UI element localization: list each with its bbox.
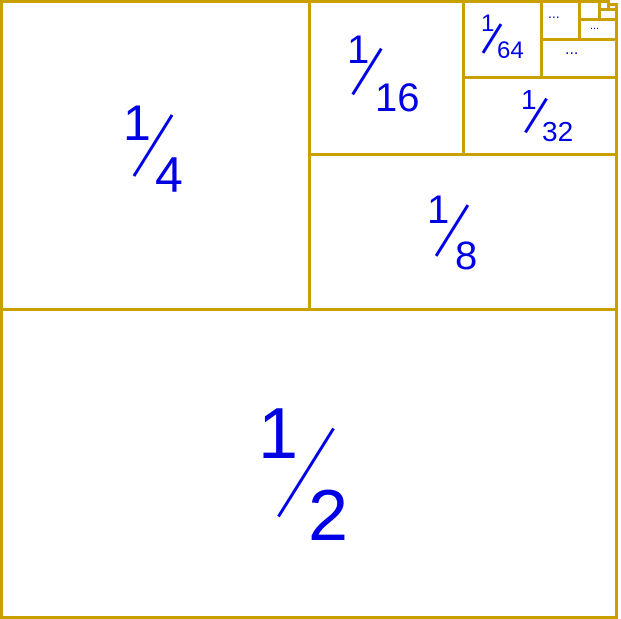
cell-one-sixteenth bbox=[308, 0, 465, 156]
numerator-one-quarter: 1 bbox=[123, 95, 151, 151]
denominator-one-thirtysecond: 32 bbox=[542, 116, 574, 147]
numerator-one-half: 1 bbox=[258, 394, 299, 474]
numerator-one-sixtyfourth: 1 bbox=[481, 10, 495, 37]
numerator-one-eighth: 1 bbox=[427, 188, 450, 232]
ellipsis-one-128th: ... bbox=[565, 41, 579, 58]
numerator-one-thirtysecond: 1 bbox=[521, 84, 537, 115]
denominator-one-quarter: 4 bbox=[155, 147, 183, 203]
ellipsis-one-512th: ... bbox=[590, 20, 600, 32]
denominator-one-eighth: 8 bbox=[455, 234, 478, 278]
ellipsis-one-256th: ... bbox=[548, 5, 560, 21]
cell-one-8192th bbox=[607, 3, 618, 11]
cell-one-256th bbox=[540, 0, 581, 41]
numerator-one-sixteenth: 1 bbox=[347, 28, 370, 72]
denominator-one-half: 2 bbox=[308, 476, 349, 556]
cell-one-eighth bbox=[308, 153, 618, 311]
cell-one-128th bbox=[540, 38, 618, 79]
cell-one-sixtyfourth bbox=[462, 0, 543, 79]
cell-one-thirtysecond bbox=[462, 76, 618, 156]
denominator-one-sixteenth: 16 bbox=[375, 76, 420, 120]
denominator-one-sixtyfourth: 64 bbox=[497, 37, 524, 64]
